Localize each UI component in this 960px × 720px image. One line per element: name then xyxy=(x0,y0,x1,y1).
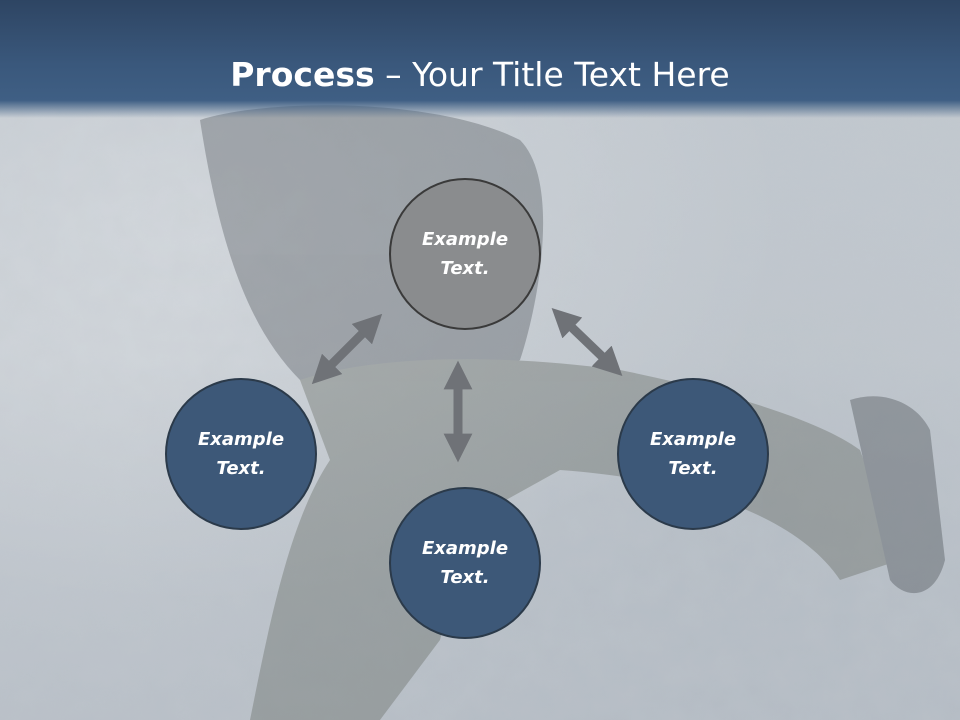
circle-right-label: Example Text. xyxy=(649,429,737,479)
process-circle-right[interactable]: Example Text. xyxy=(617,378,769,530)
circle-top-label: Example Text. xyxy=(421,229,509,279)
title-rest: – Your Title Text Here xyxy=(374,55,730,94)
title-bold: Process xyxy=(230,55,375,94)
process-circle-bottom[interactable]: Example Text. xyxy=(389,487,541,639)
slide-title: Process – Your Title Text Here xyxy=(0,50,960,100)
arrow-top-right xyxy=(551,308,623,376)
circle-bottom-label: Example Text. xyxy=(421,538,509,588)
process-circle-left[interactable]: Example Text. xyxy=(165,378,317,530)
arrow-top-left xyxy=(311,313,383,385)
process-circle-top[interactable]: Example Text. xyxy=(389,178,541,330)
circle-left-label: Example Text. xyxy=(197,429,285,479)
title-bar xyxy=(0,0,960,118)
